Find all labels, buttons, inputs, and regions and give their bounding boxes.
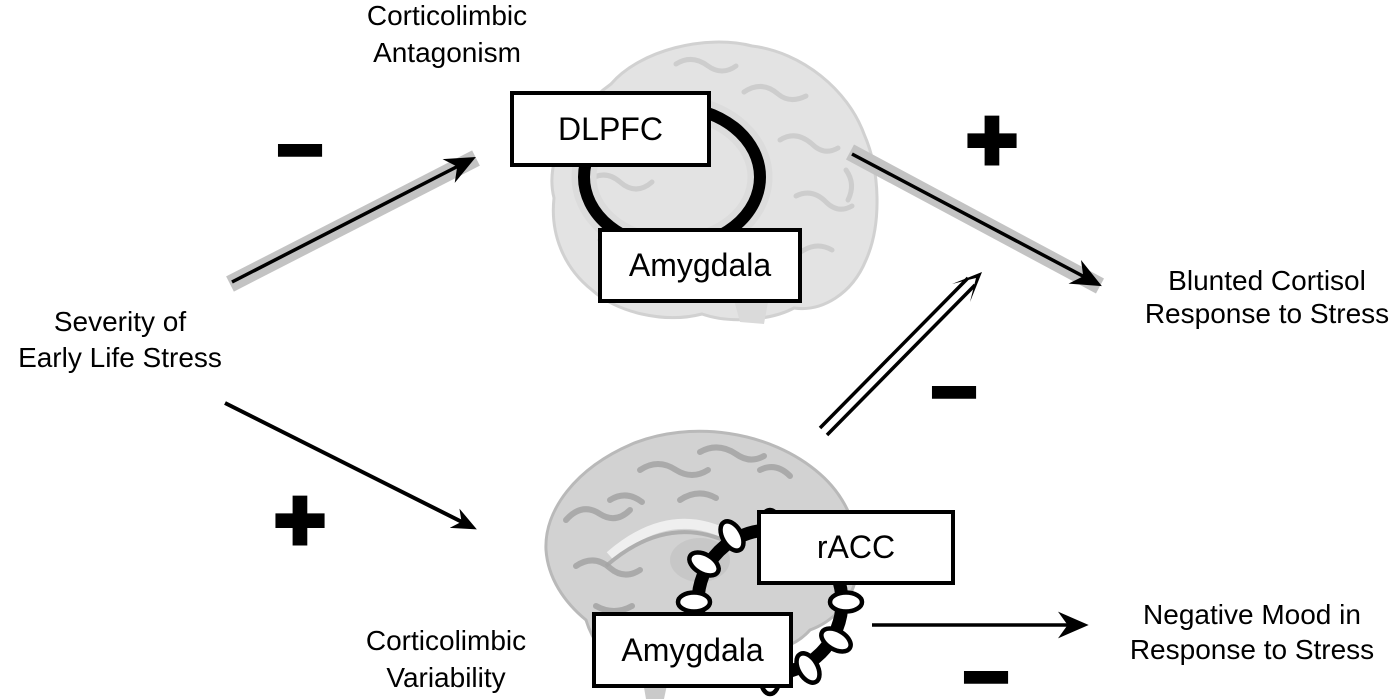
racc-label: rACC (816, 529, 896, 565)
corticolimbic-antagonism-label: Corticolimbic Antagonism (366, 0, 528, 68)
arrow-antagonism-to-cortisol (845, 144, 1105, 294)
amygdala-bottom-box: Amygdala (592, 612, 793, 688)
corticolimbic-variability-label: Corticolimbic Variability (365, 625, 527, 693)
sign-variability-to-cortisol: − (929, 345, 980, 438)
amygdala-bottom-label: Amygdala (621, 631, 764, 668)
dlpfc-label: DLPFC (558, 110, 663, 147)
arrow-els-to-antagonism (226, 150, 480, 292)
sign-variability-to-mood: − (961, 630, 1012, 699)
negative-mood-label: Negative Mood in Response to Stress (1129, 599, 1375, 665)
blunted-cortisol-label: Blunted Cortisol Response to Stress (1144, 265, 1390, 329)
sign-antagonism-to-cortisol: + (964, 88, 1020, 192)
racc-box: rACC (757, 510, 955, 585)
severity-els-label: Severity of Early Life Stress (18, 306, 222, 373)
arrow-variability-to-cortisol (818, 272, 982, 437)
arrow-els-to-variability (224, 401, 477, 530)
amygdala-top-label: Amygdala (628, 247, 772, 283)
sign-els-to-antagonism: − (275, 103, 326, 196)
sign-els-to-variability: + (272, 468, 328, 572)
dlpfc-box: DLPFC (510, 91, 711, 167)
amygdala-top-box: Amygdala (598, 228, 802, 303)
